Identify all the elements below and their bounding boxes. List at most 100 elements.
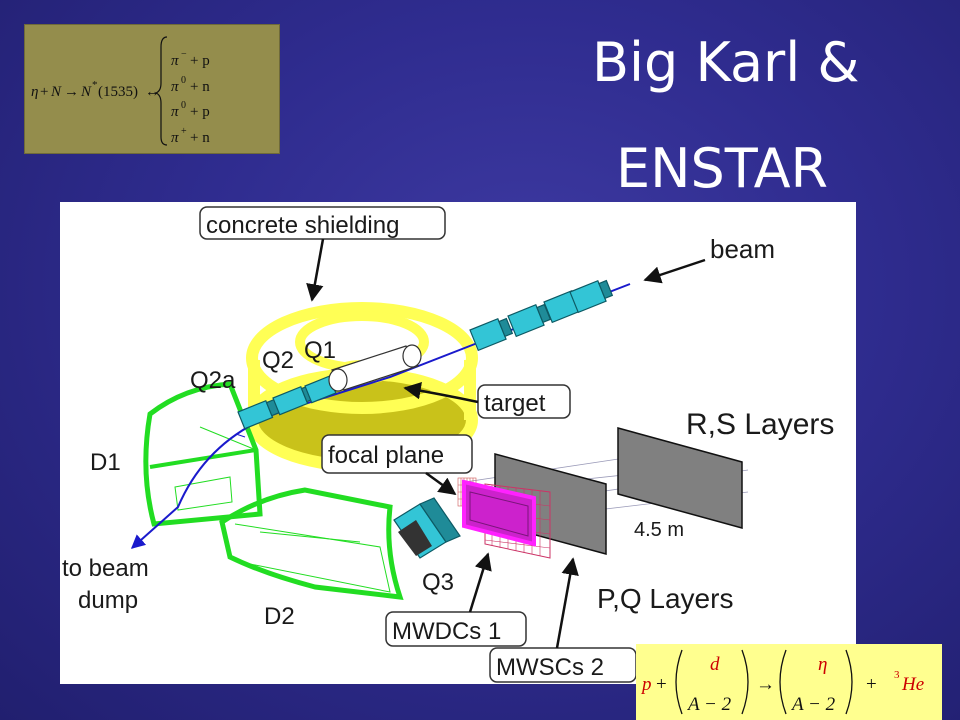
quad-up-4 (569, 279, 614, 314)
label-distance: 4.5 m (634, 519, 684, 541)
label-q2a: Q2a (190, 367, 236, 394)
label-mwdcs1: MWDCs 1 (392, 618, 501, 645)
label-rs-layers: R,S Layers (686, 408, 834, 441)
channel-nucleon: + n (190, 130, 210, 146)
formula-Nstar: N (80, 84, 92, 100)
dipole-D1 (143, 381, 263, 527)
channel-nucleon: + p (190, 104, 210, 120)
formula-channel-4: π + + n (171, 126, 210, 146)
formula-channel-1: π − + p (171, 49, 210, 69)
target-end-1 (328, 368, 348, 392)
target-end-2 (402, 344, 422, 368)
concrete-shielding-callout: concrete shielding (199, 206, 446, 240)
D2-outline (219, 487, 404, 600)
label-focal-plane: focal plane (328, 442, 444, 469)
formula-arrow2: ↔ (145, 84, 160, 100)
D1-inner-line (199, 426, 257, 451)
formula2-arrow: → (756, 674, 775, 695)
label-pq-layers: P,Q Layers (597, 583, 733, 614)
arrow-shielding (306, 238, 325, 302)
D1-mid (149, 448, 257, 469)
D1-inner (174, 476, 233, 511)
channel-nucleon: + p (190, 53, 210, 69)
formula-channel-3: π 0 + p (171, 100, 210, 120)
channel-charge: − (181, 49, 187, 60)
formula-bottom-box: p + d A − 2 → η A − 2 + 3 He (636, 644, 942, 720)
label-d2: D2 (264, 603, 295, 630)
formula2-plus1: + (656, 674, 667, 695)
target-callout: target (477, 384, 571, 419)
D2-inner (234, 523, 391, 593)
formula2-p: p (640, 674, 652, 695)
mwdcs1-inner (469, 491, 529, 537)
shielding-top-ring (246, 302, 478, 414)
formula2-lparen1 (675, 649, 683, 715)
arrow-focal-plane (425, 471, 457, 496)
formula-bottom-svg: p + d A − 2 → η A − 2 + 3 He (640, 649, 924, 715)
slide-title-line1: Big Karl & (592, 31, 860, 94)
target-cylinder (328, 344, 422, 392)
label-to-beam-dump-2: dump (78, 587, 138, 614)
formula-star: * (92, 79, 98, 91)
formula-plus: + (40, 84, 48, 100)
arrow-target (403, 382, 479, 404)
channel-pion: π (171, 53, 179, 69)
focal-plane-callout: focal plane (321, 434, 473, 474)
formula2-plus2: + (866, 674, 877, 695)
formula-top-box: η + N → N * (1535) ↔ π − + p π 0 + n π 0 (24, 24, 280, 154)
arrow-mwscs2 (555, 557, 579, 649)
mwdcs1-chamber (462, 479, 536, 547)
mwdcs1-callout: MWDCs 1 (385, 611, 527, 647)
formula2-eta: η (818, 654, 827, 675)
label-target: target (484, 390, 546, 417)
channel-pion: π (171, 79, 179, 95)
callout-box (321, 434, 473, 474)
channel-pion: π (171, 130, 179, 146)
spectrometer-diagram: concrete shielding target focal plane MW… (60, 202, 856, 684)
D2-inner-line (259, 531, 361, 543)
label-mwscs2: MWSCs 2 (496, 654, 604, 681)
dipole-D2 (219, 487, 404, 600)
formula2-rparen1 (741, 649, 749, 715)
D1-outline (143, 381, 263, 527)
quadrupole-Q3 (393, 497, 461, 559)
pointer-arrows (306, 238, 706, 649)
formula-mass: (1535) (98, 84, 138, 100)
formula2-d: d (710, 654, 720, 675)
channel-charge: 0 (181, 75, 186, 86)
formula2-He: He (901, 674, 924, 695)
formula-eta: η (31, 84, 38, 100)
slide-title-line2: ENSTAR (616, 137, 829, 200)
label-q2: Q2 (262, 347, 294, 374)
label-beam: beam (710, 234, 775, 264)
label-q1: Q1 (304, 337, 336, 364)
callout-box (385, 611, 527, 647)
quad-up-2 (507, 303, 552, 338)
label-concrete-shielding: concrete shielding (206, 212, 399, 239)
label-d1: D1 (90, 449, 121, 476)
mwscs2-callout: MWSCs 2 (489, 647, 637, 683)
formula-N: N (50, 84, 62, 100)
beamline-tick (235, 433, 246, 438)
quad-q2a (237, 398, 281, 430)
channel-nucleon: + n (190, 79, 210, 95)
formula2-a2b: A − 2 (790, 694, 836, 715)
q3-side (419, 497, 461, 543)
formula-channel-2: π 0 + n (171, 75, 210, 95)
formula-arrow1: → (64, 84, 79, 100)
quadrupoles-upstream (469, 279, 614, 352)
channel-pion: π (171, 104, 179, 120)
formula-top-svg: η + N → N * (1535) ↔ π − + p π 0 + n π 0 (31, 36, 210, 146)
channel-charge: + (181, 126, 187, 137)
diagram-svg: concrete shielding target focal plane MW… (62, 206, 834, 683)
channel-charge: 0 (181, 100, 186, 111)
formula2-lparen2 (779, 649, 787, 715)
formula-brace (154, 36, 168, 146)
formula2-mass-number: 3 (894, 669, 900, 681)
arrow-mwdcs1 (468, 552, 492, 613)
label-q3: Q3 (422, 569, 454, 596)
mwdcs1-box (462, 479, 536, 547)
formula2-a2a: A − 2 (686, 694, 732, 715)
formula2-rparen2 (845, 649, 853, 715)
rs-layer-plane (617, 427, 743, 529)
